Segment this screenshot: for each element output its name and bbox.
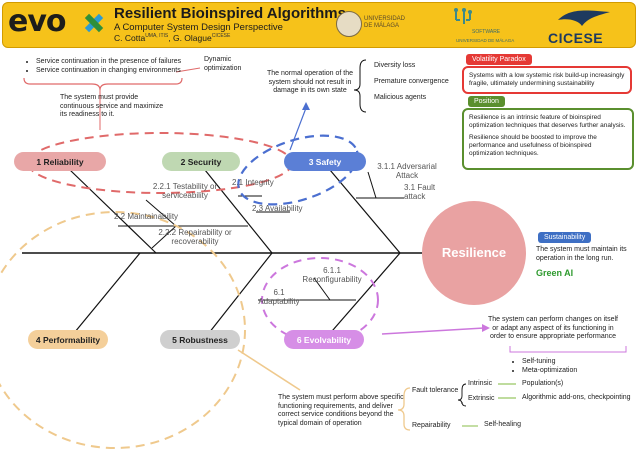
performability-robustness-ellipse — [0, 211, 246, 449]
evo-logo: evo — [8, 4, 67, 39]
label-3-1-1: 3.1.1 Adversarial Attack — [377, 162, 437, 180]
robustness-note: The system must perform above specific f… — [278, 394, 404, 427]
sustainability-tag: Sustainability — [538, 232, 592, 243]
position-text-2: Resilience should be boosted to improve … — [469, 134, 597, 157]
green-ai-label: Green AI — [536, 268, 574, 278]
label-2-3: 2.3 Availability — [252, 204, 303, 213]
safety-item-premature: Premature convergence — [374, 78, 449, 85]
category-safety: 3 Safety — [284, 152, 366, 171]
intrinsic-label: Intrinsic — [468, 380, 493, 387]
cicese-bird-icon — [558, 10, 610, 26]
author-1-affiliation: UMA, ITIS — [145, 33, 169, 40]
self-healing-label: Self-healing — [484, 421, 521, 428]
evo-cross-icon — [84, 13, 104, 33]
software-logo-subtext: UNIVERSIDAD DE MÁLAGA — [456, 38, 515, 43]
software-logo-text: SOFTWARE — [472, 29, 501, 35]
resilience-label: Resilience — [441, 245, 507, 260]
bone-security — [204, 169, 273, 254]
position-box: Resilience is an intrinsic feature of bi… — [462, 108, 634, 170]
repairability-label: Repairability — [412, 422, 451, 429]
cicese-logo-text: CICESE — [548, 30, 604, 46]
sustainability-text: The system must maintain its operation i… — [536, 246, 627, 262]
service-bullet-1: Service continuation in the presence of … — [36, 58, 216, 67]
poster-authors: C. CottaUMA, ITIS, G. OlagueCICESE — [114, 33, 230, 43]
uma-seal-icon — [336, 11, 362, 37]
readiness-note: The system must provide continuous servi… — [60, 94, 164, 118]
software-logo-icon — [454, 8, 472, 24]
resilience-head — [422, 201, 526, 305]
volatility-box: Systems with a low systemic risk build-u… — [462, 66, 632, 94]
extrinsic-label: Extrinsic — [468, 395, 495, 402]
bullet-meta-optimization: Meta-optimization — [522, 367, 622, 376]
label-2-2-2: 2.2.2 Repairability or recoverability — [158, 228, 232, 246]
label-2-2-1: 2.2.1 Testability or serviceability — [152, 182, 218, 200]
label-2-1: 2.1 Integrity — [232, 178, 274, 187]
bone-reliability — [69, 169, 157, 254]
header-banner — [2, 2, 636, 48]
category-performability: 4 Performability — [28, 330, 108, 349]
evolvability-bullets: Self-tuning Meta-optimization — [512, 358, 622, 375]
poster-subtitle: A Computer System Design Perspective — [114, 22, 283, 33]
author-2-affiliation: CICESE — [211, 33, 231, 40]
label-3-1: 3.1 Fault attack — [404, 183, 436, 201]
category-robustness: 5 Robustness — [160, 330, 240, 349]
bone-performability — [69, 252, 141, 339]
safety-ellipse — [237, 134, 359, 206]
position-text-1: Resilience is an intrinsic feature of bi… — [469, 114, 626, 129]
label-2-2: 2.2 Maintainability — [114, 212, 179, 221]
algorithmic-label: Algorithmic add-ons, checkpointing — [522, 394, 631, 401]
label-6-1-1: 6.1.1 Reconfigurability — [302, 266, 362, 284]
safety-note: The normal operation of the system shoul… — [267, 70, 353, 94]
category-evolvability: 6 Evolvability — [284, 330, 364, 349]
label-6-1: 6.1 Adaptability — [258, 288, 300, 306]
volatility-tag: Volatility Paradox — [466, 54, 532, 65]
author-separator: , G. Olague — [168, 33, 212, 43]
safety-item-diversity: Diversity loss — [374, 62, 416, 69]
dynamic-optimization-label: Dynamic optimization — [204, 56, 242, 72]
author-1: C. Cotta — [114, 33, 146, 43]
service-bullet-2: Service continuation in changing environ… — [36, 67, 216, 76]
fault-tolerance-label: Fault tolerance — [412, 387, 459, 394]
bullet-self-tuning: Self-tuning — [522, 358, 622, 367]
populations-label: Population(s) — [522, 380, 564, 387]
category-reliability: 1 Reliability — [14, 152, 106, 171]
evolvability-ellipse — [261, 257, 379, 343]
uma-logo-text: UNIVERSIDAD DE MÁLAGA — [364, 16, 406, 29]
service-continuation-list: Service continuation in the presence of … — [26, 58, 216, 75]
bone-safety — [329, 169, 401, 254]
safety-item-malicious: Malicious agents — [374, 94, 427, 101]
bone-evolvability — [325, 252, 401, 339]
position-tag: Position — [468, 96, 505, 107]
category-security: 2 Security — [162, 152, 240, 171]
poster-title: Resilient Bioinspired Algorithms — [114, 5, 346, 22]
evolvability-note: The system can perform changes on itself… — [488, 316, 618, 340]
